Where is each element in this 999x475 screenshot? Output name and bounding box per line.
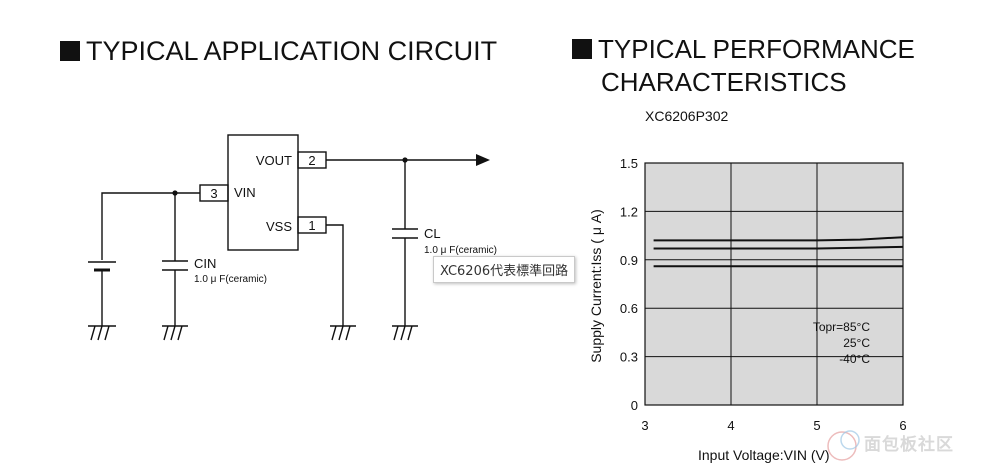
- chart-title: XC6206P302: [645, 108, 729, 124]
- vin-label: VIN: [234, 185, 256, 200]
- y-tick-label: 1.2: [620, 204, 638, 219]
- x-tick-label: 3: [641, 418, 648, 433]
- y-tick-label: 0: [631, 398, 638, 413]
- watermark-logo-icon: [827, 430, 860, 461]
- chart-legend: Topr=85°C 25°C -40°C: [813, 320, 871, 366]
- legend-entry: Topr=85°C: [813, 320, 870, 334]
- tooltip: XC6206代表標準回路: [433, 256, 576, 283]
- cl-value: 1.0 μ F(ceramic): [424, 245, 497, 256]
- pin-number-vout: 2: [308, 153, 315, 168]
- y-tick-label: 0.9: [620, 253, 638, 268]
- series-line: [653, 245, 904, 250]
- y-tick-label: 0.6: [620, 301, 638, 316]
- y-tick-labels: 0 0.3 0.6 0.9 1.2 1.5: [620, 156, 638, 413]
- y-axis-label: Supply Current:Iss ( μ A): [588, 209, 604, 363]
- pin-number-vss: 1: [308, 218, 315, 233]
- chart-grid: [644, 162, 904, 406]
- x-tick-label: 4: [727, 418, 734, 433]
- application-circuit-heading: TYPICAL APPLICATION CIRCUIT: [60, 36, 497, 67]
- x-tick-label: 6: [899, 418, 906, 433]
- series-line: [653, 236, 904, 242]
- vss-label: VSS: [266, 219, 292, 234]
- x-tick-labels: 3 4 5 6: [641, 418, 906, 433]
- legend-entry: 25°C: [843, 336, 870, 350]
- vss-ground-icon: [330, 325, 356, 341]
- y-tick-label: 0.3: [620, 350, 638, 365]
- cl-ground-icon: [392, 325, 418, 341]
- performance-heading-line2: CHARACTERISTICS: [601, 67, 847, 97]
- battery-ground-icon: [88, 325, 116, 341]
- bullet-square-icon: [60, 41, 80, 61]
- watermark-text: 面包板社区: [864, 435, 954, 455]
- cin-capacitor: [162, 193, 188, 326]
- cin-value: 1.0 μ F(ceramic): [194, 274, 267, 285]
- bullet-square-icon: [572, 39, 592, 59]
- pin-number-vin: 3: [210, 186, 217, 201]
- x-tick-label: 5: [813, 418, 820, 433]
- cl-capacitor: [392, 160, 418, 326]
- vout-label: VOUT: [256, 153, 292, 168]
- x-axis-label: Input Voltage:VIN (V): [698, 447, 830, 463]
- cin-ground-icon: [162, 325, 188, 341]
- performance-heading-line1: TYPICAL PERFORMANCE: [598, 34, 915, 64]
- output-arrow-icon: [476, 154, 490, 166]
- application-heading-text: TYPICAL APPLICATION CIRCUIT: [86, 36, 498, 66]
- legend-entry: -40°C: [839, 352, 870, 366]
- chart-series: [653, 236, 904, 268]
- cl-label: CL: [424, 226, 441, 241]
- y-tick-label: 1.5: [620, 156, 638, 171]
- cin-label: CIN: [194, 256, 216, 271]
- plot-area: [644, 162, 904, 406]
- vss-wire: [326, 224, 344, 326]
- vin-wire: [101, 192, 200, 260]
